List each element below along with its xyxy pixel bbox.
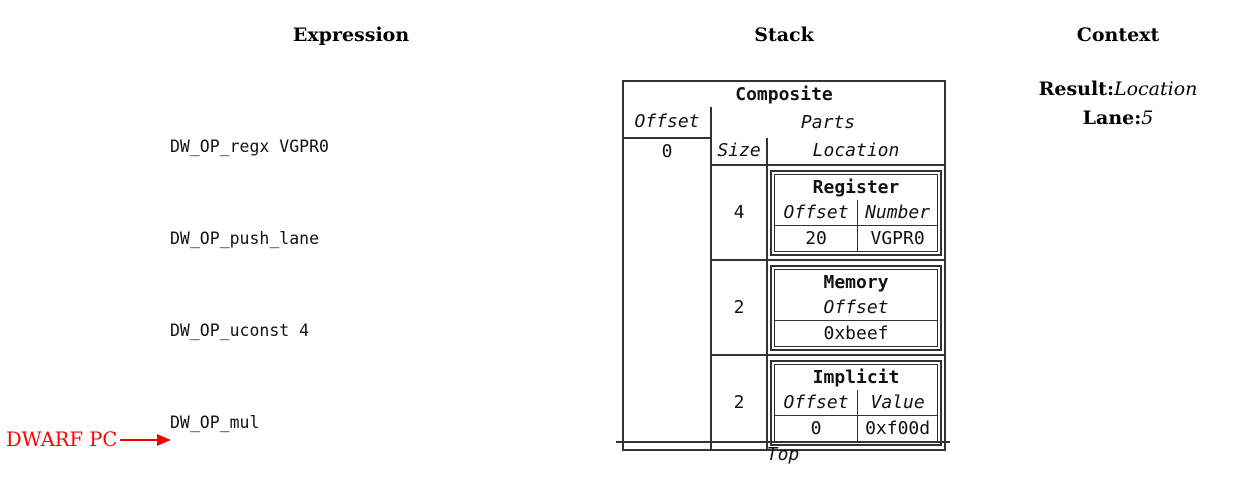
location-column-header: Location: [767, 138, 946, 166]
register-number-value: VGPR0: [870, 228, 925, 249]
lane-label: Lane:: [1082, 107, 1142, 129]
expression-item: DW_OP_uconst 4: [170, 320, 310, 340]
size-column-header: Size: [711, 138, 768, 166]
result-label: Result:: [1038, 78, 1114, 100]
arrow-head-icon: [157, 434, 172, 446]
stack-column-title: Stack: [754, 24, 814, 46]
expression-list: DW_OP_regx VGPR0 DW_OP_push_lane DW_OP_u…: [170, 71, 359, 500]
implicit-offset-value: 0: [774, 415, 859, 442]
implicit-offset-header: Offset: [774, 390, 859, 416]
register-part-box: Register Offset Number 20 VGPR0: [770, 170, 943, 256]
offset-value: 0: [623, 138, 712, 450]
stack-bottom-double-line: [616, 441, 950, 443]
memory-offset-value: 0xbeef: [823, 323, 889, 344]
result-value: Location: [1113, 78, 1198, 100]
part-size-value: 2: [711, 260, 768, 356]
offset-column-header: Offset: [623, 107, 712, 139]
memory-offset-header: Offset: [774, 295, 938, 321]
register-part-table: Register Offset Number 20 VGPR0: [774, 174, 939, 252]
memory-part-box: Memory Offset 0xbeef: [770, 265, 943, 351]
expression-column-title: Expression: [292, 24, 410, 46]
implicit-part-title: Implicit: [812, 367, 900, 388]
expression-item: DW_OP_push_lane: [170, 228, 320, 248]
context-column-title: Context: [1076, 24, 1160, 46]
context-result-entry: Result:Location: [938, 78, 1241, 101]
expression-item: DW_OP_regx VGPR0: [170, 137, 329, 157]
part-size-value: 4: [711, 165, 768, 261]
register-offset-header: Offset: [774, 200, 859, 226]
implicit-value-value: 0xf00d: [865, 418, 931, 439]
context-lane-entry: Lane:5: [938, 107, 1241, 130]
part-size-value: 2: [711, 355, 768, 450]
dwarf-pc-label: DWARF PC: [6, 428, 118, 451]
implicit-part-box: Implicit Offset Value 0 0xf00d: [770, 360, 943, 446]
memory-part-title: Memory: [823, 272, 889, 293]
expression-item: DW_OP_mul: [170, 412, 260, 432]
arrow-right-icon: [120, 439, 158, 441]
register-offset-value: 20: [774, 225, 859, 252]
dwarf-pc-pointer: DWARF PC: [6, 428, 172, 451]
lane-value: 5: [1141, 107, 1154, 129]
parts-column-header: Parts: [800, 111, 856, 133]
register-part-title: Register: [812, 177, 900, 198]
memory-part-table: Memory Offset 0xbeef: [774, 269, 939, 347]
implicit-part-table: Implicit Offset Value 0 0xf00d: [774, 364, 939, 442]
stack-top-label: Top: [766, 444, 800, 465]
implicit-value-header: Value: [857, 390, 938, 416]
stack-table: Composite Offset Parts 0 Size Location 4: [622, 80, 947, 451]
register-number-header: Number: [857, 200, 938, 226]
composite-header: Composite: [735, 84, 833, 105]
